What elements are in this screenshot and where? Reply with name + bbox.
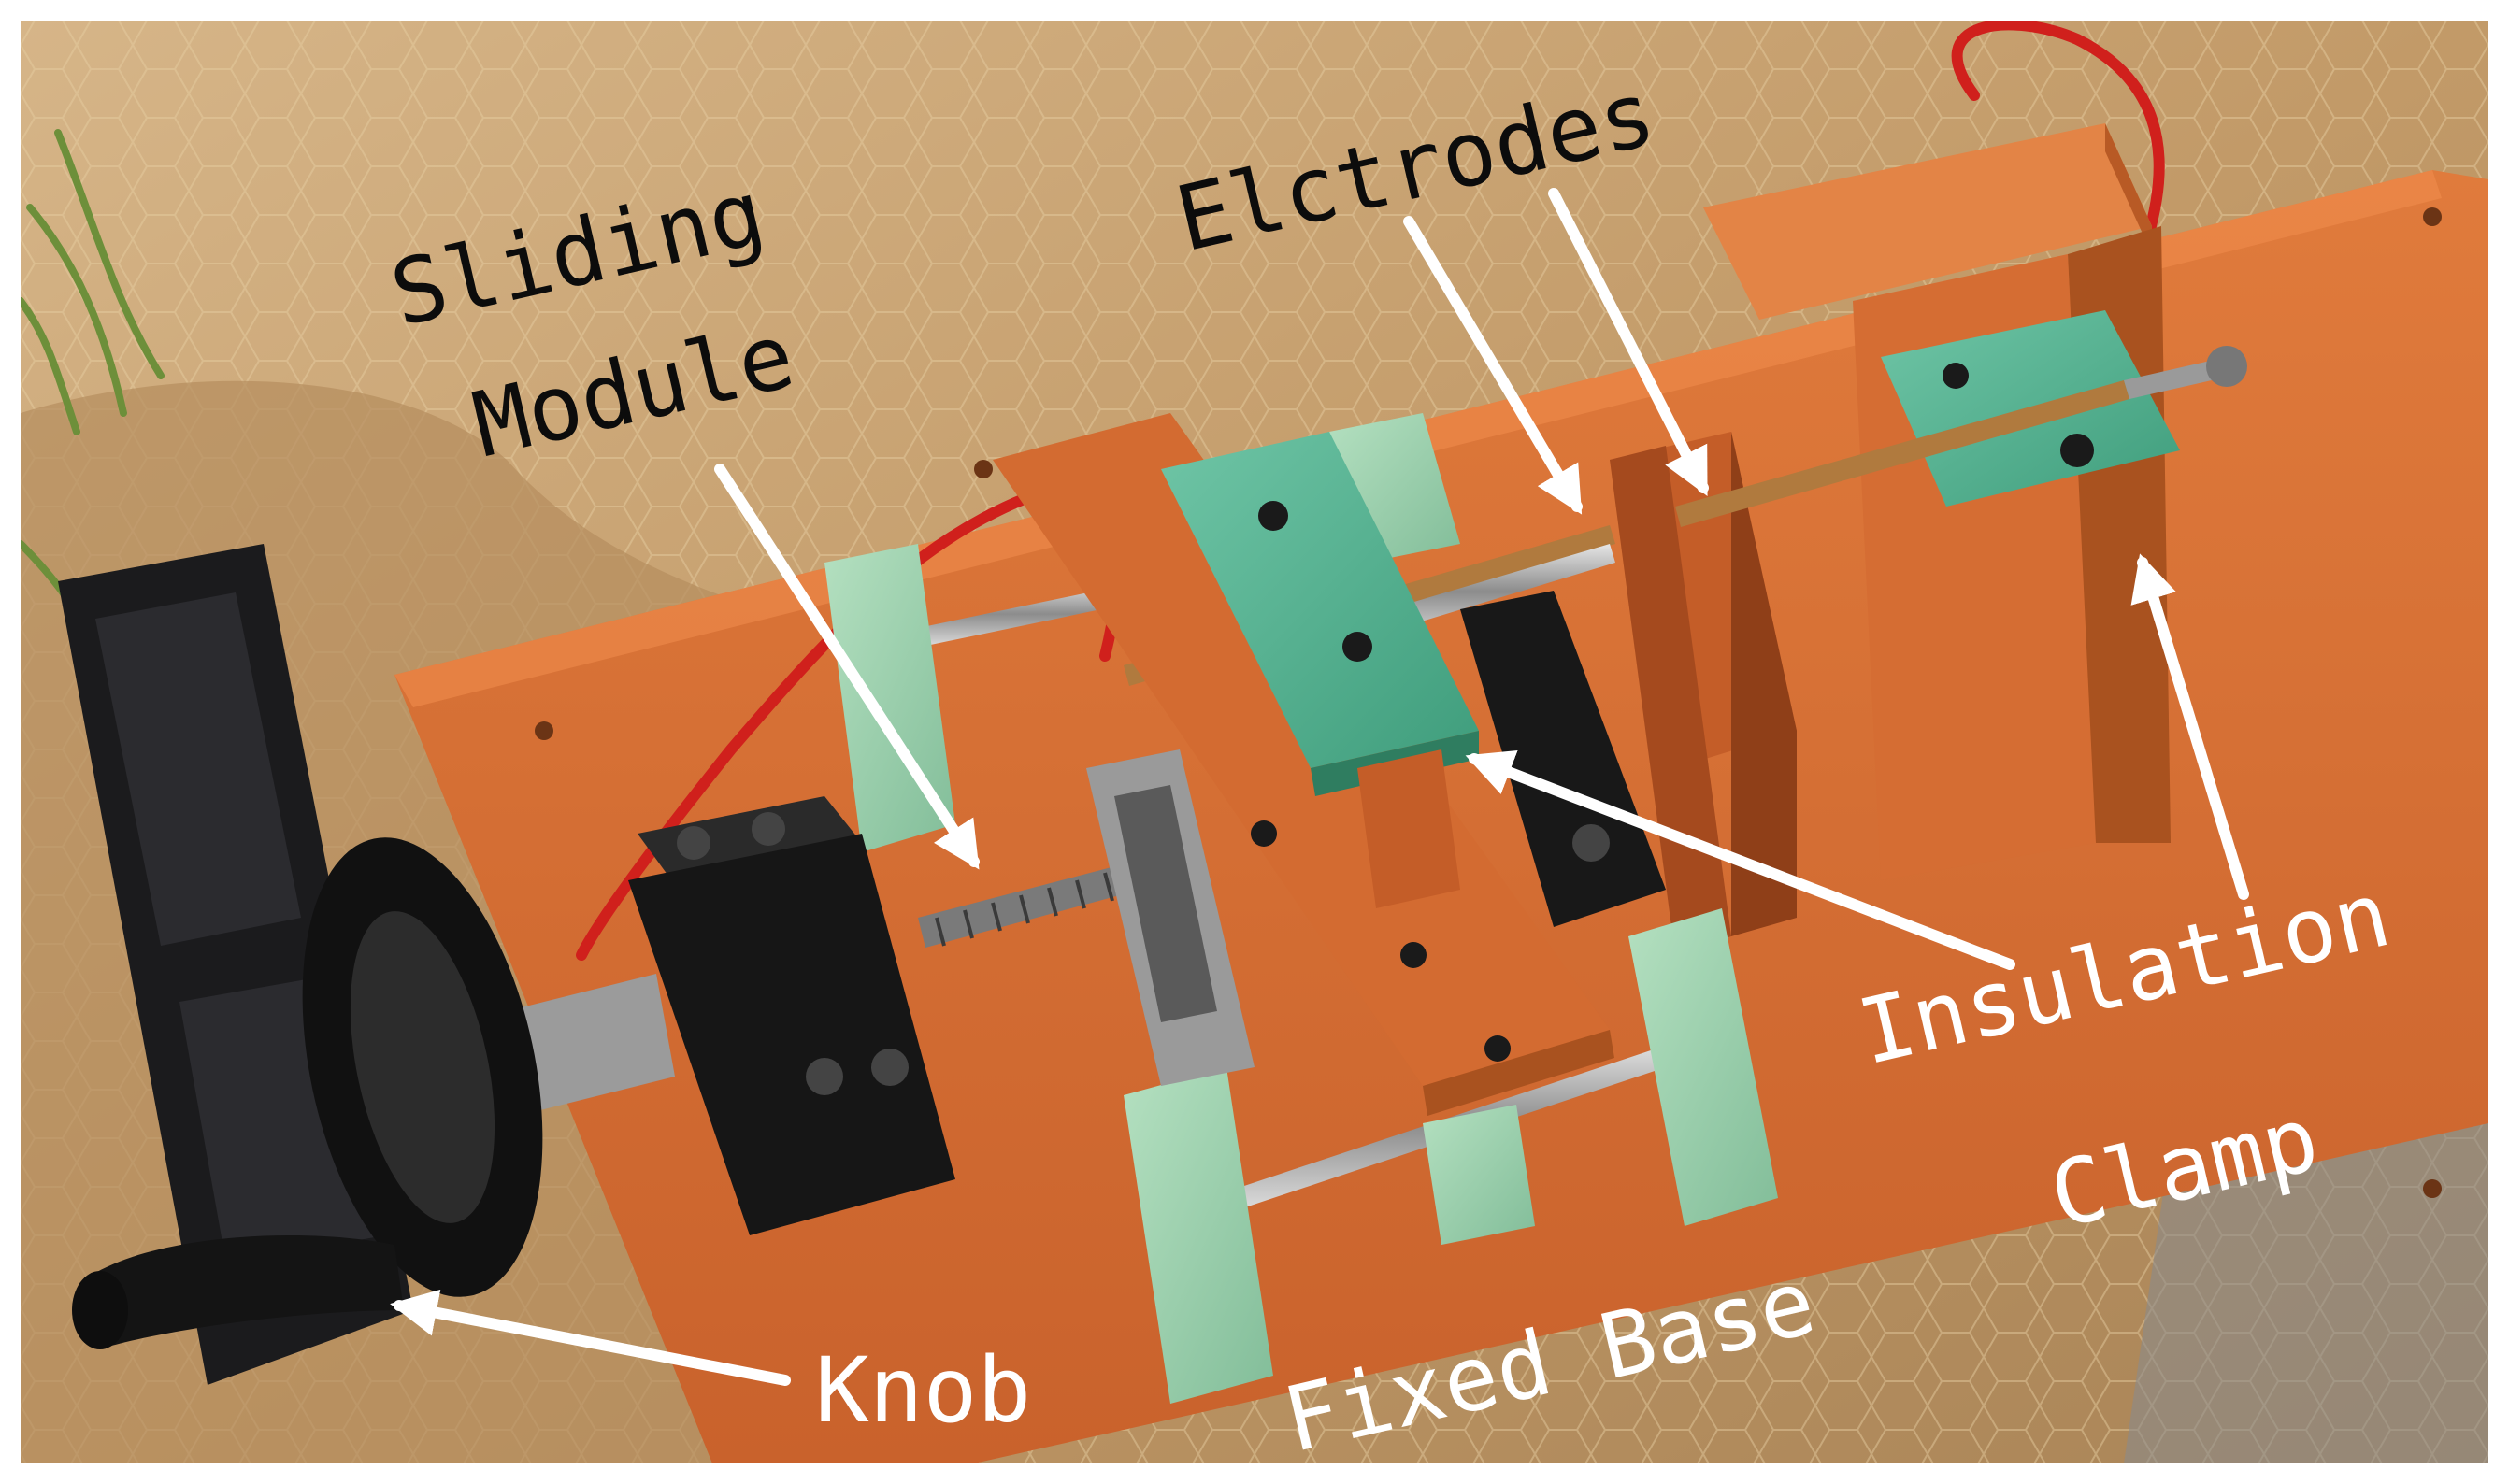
center-insulation-clamp <box>1161 432 1479 908</box>
black-device <box>58 544 413 1385</box>
black-bearing-blocks <box>628 591 1666 1235</box>
middle-holder <box>1610 432 1797 955</box>
lead-screw <box>918 749 1254 1086</box>
apparatus-photo <box>21 21 2488 1463</box>
label-knob: Knob <box>815 1338 1032 1443</box>
annotation-arrows <box>390 188 2249 1386</box>
knob <box>72 837 675 1349</box>
